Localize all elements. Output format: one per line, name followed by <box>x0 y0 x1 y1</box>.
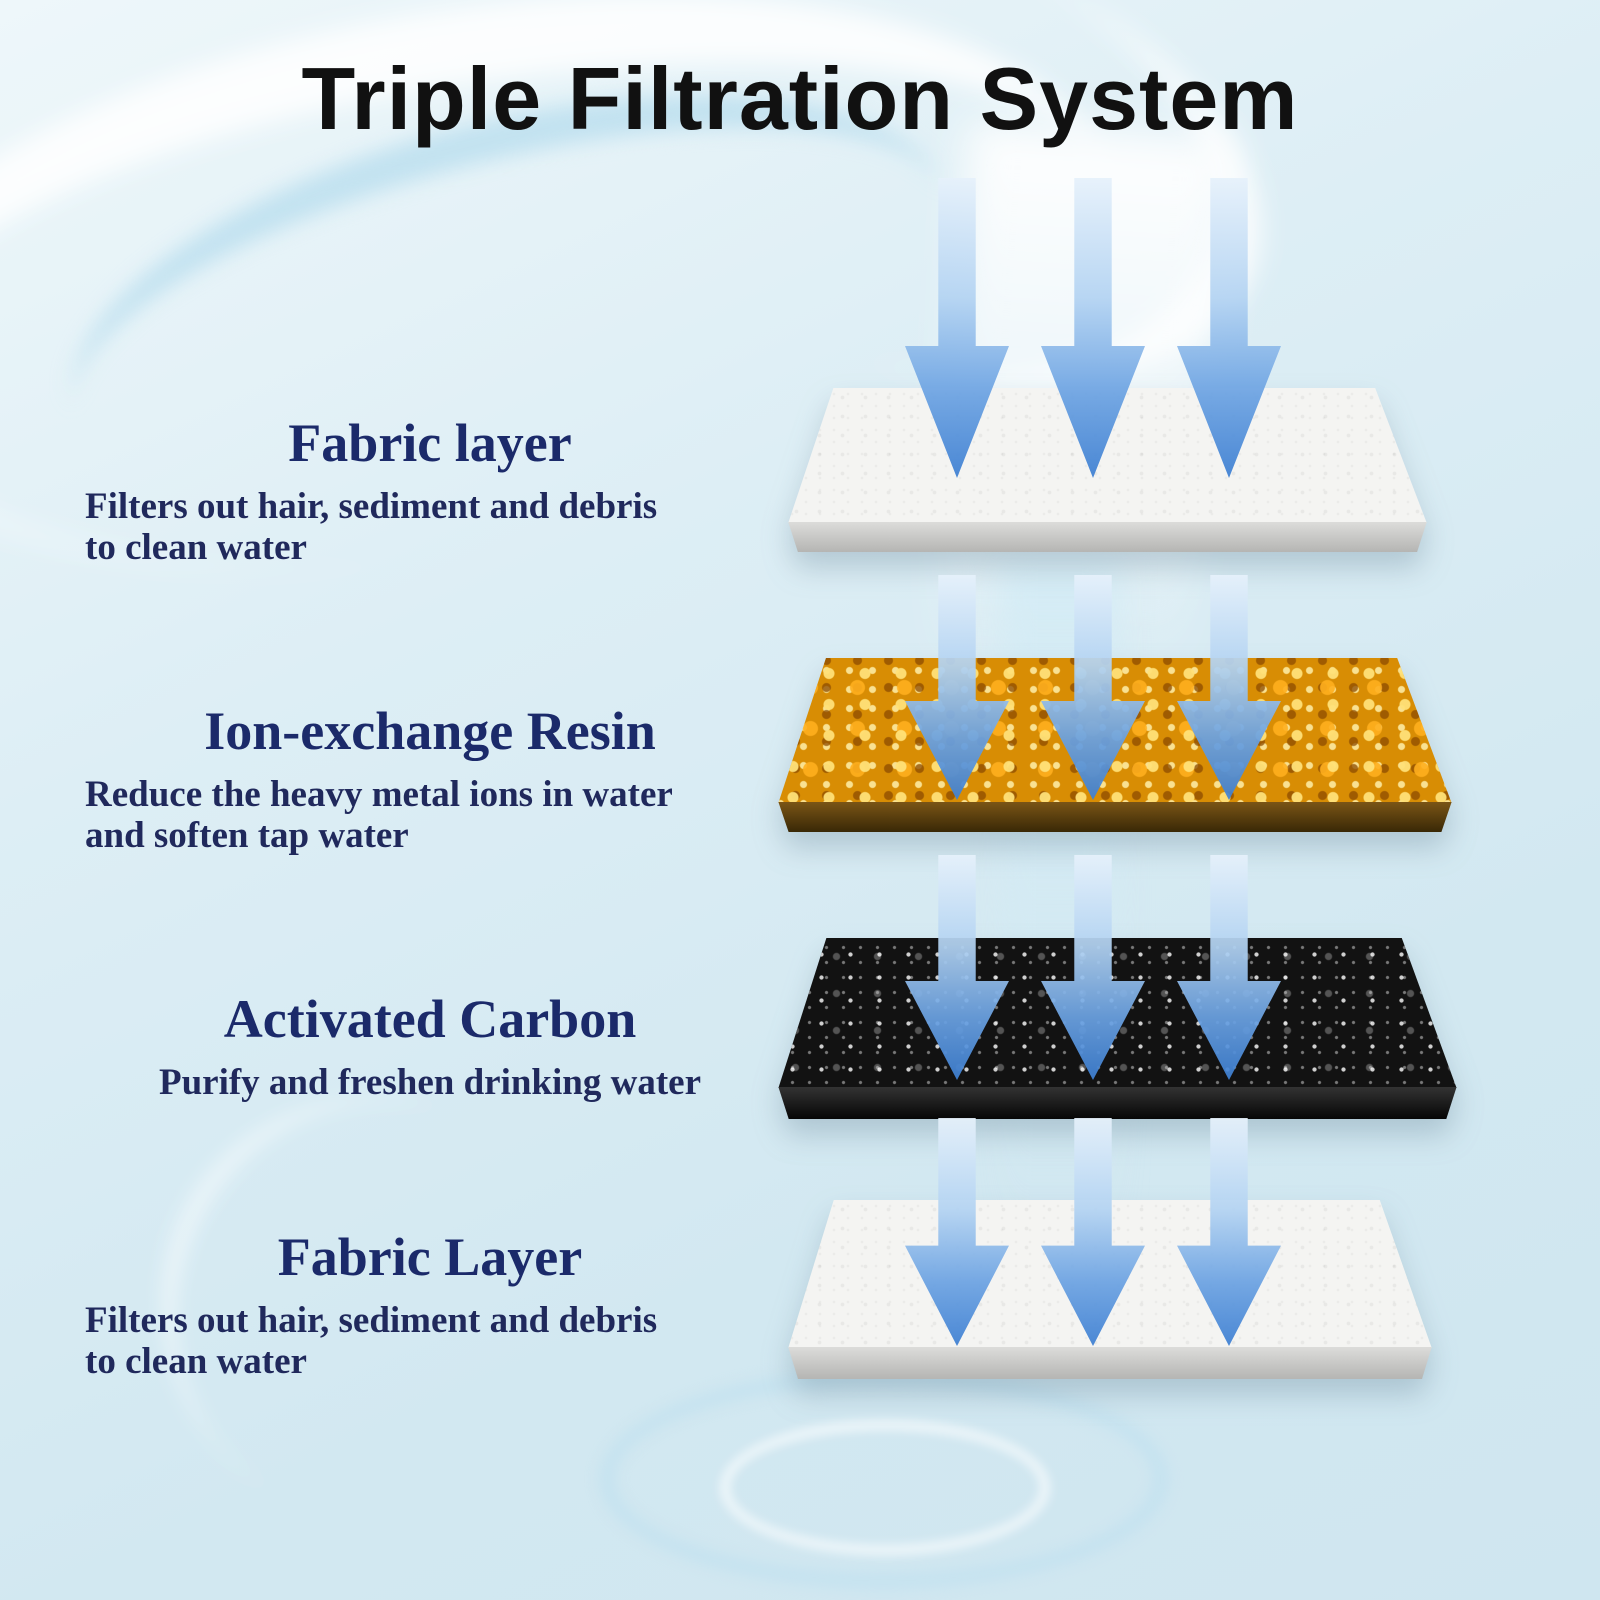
section-carbon-text: Activated Carbon Purify and freshen drin… <box>85 988 775 1103</box>
section-description: Filters out hair, sediment and debris to… <box>85 1300 658 1383</box>
water-ripple-decoration <box>720 1420 1050 1555</box>
section-heading: Ion-exchange Resin <box>204 701 656 761</box>
section-description: Filters out hair, sediment and debris to… <box>85 486 658 569</box>
water-flow-arrows-into-fabric-bottom <box>905 1118 1281 1346</box>
down-arrow-icon <box>905 1118 1009 1346</box>
down-arrow-icon <box>1177 575 1281 800</box>
carbon-front-edge <box>778 1087 1457 1119</box>
fabric-front-edge <box>788 1347 1432 1379</box>
section-heading: Activated Carbon <box>223 989 637 1049</box>
down-arrow-icon <box>1177 1118 1281 1346</box>
section-heading: Fabric layer <box>288 413 572 473</box>
water-flow-arrows-into-fabric-top <box>905 178 1281 478</box>
down-arrow-icon <box>1041 1118 1145 1346</box>
section-resin-text: Ion-exchange Resin Reduce the heavy meta… <box>85 700 775 857</box>
water-flow-arrows-into-carbon <box>905 855 1281 1080</box>
section-description: Reduce the heavy metal ions in water and… <box>85 774 673 857</box>
section-description: Purify and freshen drinking water <box>158 1062 701 1103</box>
down-arrow-icon <box>905 855 1009 1080</box>
down-arrow-icon <box>1041 575 1145 800</box>
down-arrow-icon <box>1177 855 1281 1080</box>
down-arrow-icon <box>1041 178 1145 478</box>
down-arrow-icon <box>905 575 1009 800</box>
page-title: Triple Filtration System <box>301 49 1299 148</box>
section-heading: Fabric Layer <box>277 1227 583 1287</box>
water-ripple-decoration <box>600 1370 1168 1588</box>
down-arrow-icon <box>1177 178 1281 478</box>
section-fabric-bottom-text: Fabric Layer Filters out hair, sediment … <box>85 1226 775 1383</box>
fabric-front-edge <box>788 522 1427 552</box>
down-arrow-icon <box>1041 855 1145 1080</box>
resin-front-edge <box>778 802 1452 832</box>
water-flow-arrows-into-resin <box>905 575 1281 800</box>
section-fabric-top-text: Fabric layer Filters out hair, sediment … <box>85 412 775 569</box>
fabric-surface <box>788 1200 1432 1348</box>
down-arrow-icon <box>905 178 1009 478</box>
